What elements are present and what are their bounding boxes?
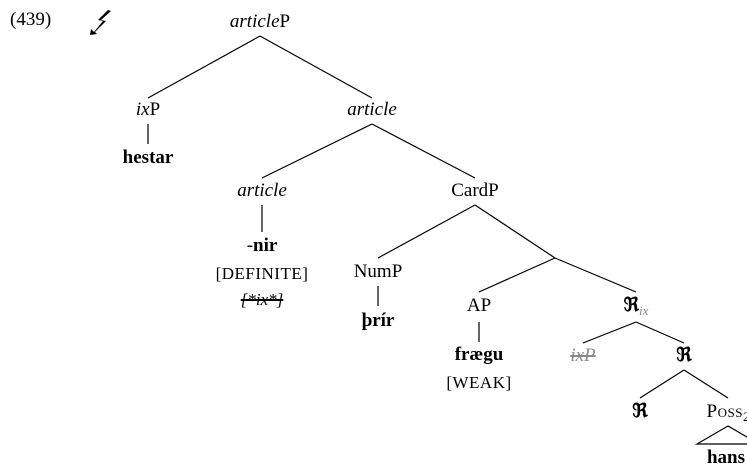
feature-weak: [WEAK]	[446, 373, 512, 392]
node-Poss2: Poss2	[706, 401, 747, 424]
leaf-fraegu: frægu	[454, 344, 504, 365]
leaf-hestar: hestar	[122, 147, 174, 168]
lightning-bolt-icon	[90, 10, 111, 35]
feature-definite: [DEFINITE]	[215, 264, 309, 283]
feature-ix-struck: [*ix*]	[240, 290, 284, 309]
example-number: (439)	[10, 9, 52, 30]
node-articleP: articleP	[229, 11, 291, 32]
leaf-prir: þrír	[361, 310, 395, 331]
leaf-nir: -nir	[246, 235, 278, 256]
node-NumP: NumP	[353, 261, 403, 282]
leaf-hans: hans	[706, 447, 746, 468]
node-ixP: ixP	[135, 99, 161, 120]
node-R-ix: ℜix	[623, 294, 649, 318]
node-R-low: ℜ	[632, 400, 648, 422]
node-ixP-trace: ixP	[570, 345, 596, 366]
node-article-head: article	[237, 180, 287, 201]
node-AP: AP	[466, 295, 492, 316]
node-CardP: CardP	[451, 180, 499, 201]
node-R-mid: ℜ	[676, 344, 692, 366]
node-article-bar: article	[347, 99, 397, 120]
